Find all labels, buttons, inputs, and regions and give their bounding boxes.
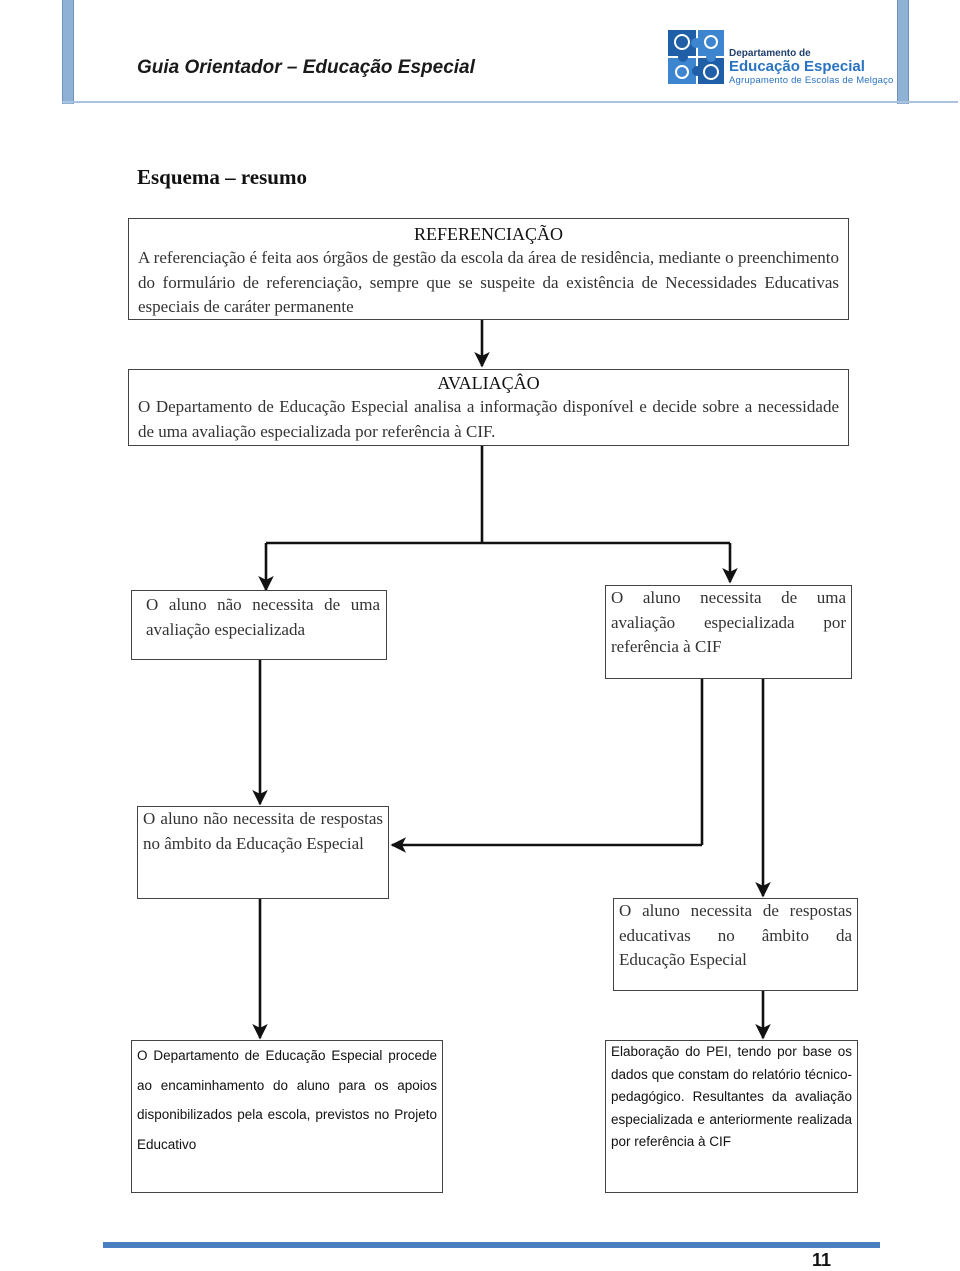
left-box-referral: O Departamento de Educação Especial proc… [131, 1040, 443, 1193]
footer-bar [103, 1242, 880, 1248]
left-box-no-special-ed: O aluno não necessita de respostas no âm… [137, 806, 389, 899]
right-box-pei: Elaboração do PEI, tendo por base os dad… [605, 1040, 858, 1193]
right-box-needs-evaluation-text: O aluno necessita de uma avaliação espec… [611, 588, 846, 656]
left-box-no-evaluation-text: O aluno não necessita de uma avaliação e… [146, 595, 380, 639]
avaliacao-box: AVALIAÇÂO O Departamento de Educação Esp… [128, 369, 849, 446]
referenciacao-text: A referenciação é feita aos órgãos de ge… [138, 248, 839, 316]
left-box-referral-text: O Departamento de Educação Especial proc… [137, 1048, 437, 1152]
puzzle-logo-icon [668, 30, 724, 84]
document-title: Guia Orientador – Educação Especial [137, 57, 475, 78]
header-rule [62, 101, 958, 103]
page-number: 11 [812, 1250, 832, 1270]
header-right-bar [897, 0, 909, 104]
department-logo [666, 26, 876, 88]
logo-text: Departamento de Educação Especial Agrupa… [729, 48, 894, 86]
section-title: Esquema – resumo [137, 165, 307, 189]
logo-line-3: Agrupamento de Escolas de Melgaço [729, 75, 894, 86]
left-box-no-special-ed-text: O aluno não necessita de respostas no âm… [143, 809, 383, 853]
logo-line-2: Educação Especial [729, 58, 865, 75]
referenciacao-box: REFERENCIAÇÃO A referenciação é feita ao… [128, 218, 849, 320]
right-box-pei-text: Elaboração do PEI, tendo por base os dad… [611, 1044, 852, 1149]
right-box-needs-special-ed-text: O aluno necessita de respostas educativa… [619, 901, 852, 969]
logo-line-1: Departamento de [729, 48, 811, 59]
left-box-no-evaluation: O aluno não necessita de uma avaliação e… [131, 590, 387, 660]
right-box-needs-special-ed: O aluno necessita de respostas educativa… [613, 898, 858, 991]
avaliacao-text: O Departamento de Educação Especial anal… [138, 397, 839, 441]
right-box-needs-evaluation: O aluno necessita de uma avaliação espec… [605, 585, 852, 679]
referenciacao-title: REFERENCIAÇÃO [413, 224, 563, 244]
header-left-bar [62, 0, 74, 104]
avaliacao-title: AVALIAÇÂO [437, 373, 540, 393]
